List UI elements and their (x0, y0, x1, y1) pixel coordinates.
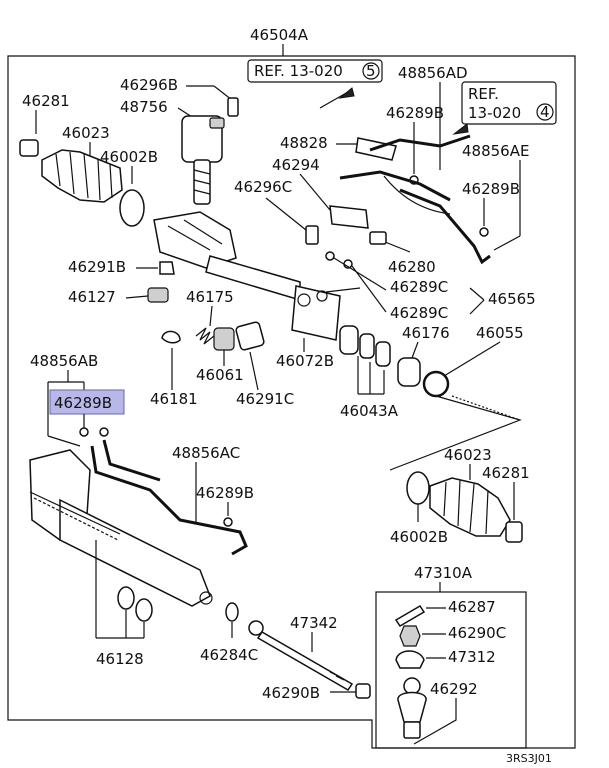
label-46281-bottom: 46281 (482, 464, 530, 482)
washer-46289B-right (479, 227, 489, 237)
label-47312: 47312 (448, 648, 496, 666)
label-48756: 48756 (120, 98, 168, 116)
rack-housing-lower (29, 449, 213, 607)
clip-46281-top (19, 139, 39, 157)
tie-rod-47342 (248, 620, 354, 692)
label-46291C: 46291C (236, 390, 294, 408)
clip-46181 (161, 330, 181, 344)
seal-46128-a (117, 586, 135, 610)
label-46280: 46280 (388, 258, 436, 276)
ball-joint-46292 (397, 677, 427, 739)
label-46023-top: 46023 (62, 124, 110, 142)
grease-fitting-46287 (394, 604, 426, 628)
label-46296B: 46296B (120, 76, 178, 94)
svg-text:5: 5 (366, 62, 376, 80)
label-46291B: 46291B (68, 258, 126, 276)
nut-46290C (399, 625, 421, 647)
return-line-48856AE (399, 188, 491, 265)
label-46023-bottom: 46023 (444, 446, 492, 464)
label-48856AC: 48856AC (172, 444, 240, 462)
svg-text:13-020: 13-020 (468, 104, 521, 122)
label-46292: 46292 (430, 680, 478, 698)
label-46294: 46294 (272, 156, 320, 174)
gear-housing-upper (153, 211, 341, 341)
label-48828: 48828 (280, 134, 328, 152)
bracket-46294 (329, 205, 369, 229)
pinion-valve-48756 (181, 115, 225, 205)
ref-arrow-4 (452, 123, 469, 135)
label-46289B-lower: 46289B (196, 484, 254, 502)
label-46287: 46287 (448, 598, 496, 616)
snap-ring-46055 (422, 370, 450, 398)
label-48856AB: 48856AB (30, 352, 98, 370)
label-46289C-b: 46289C (390, 304, 448, 322)
clamp-46002B-bottom (406, 471, 430, 505)
pressure-lines-48856AC (90, 439, 248, 556)
bolt-46280 (369, 231, 387, 245)
label-46181: 46181 (150, 390, 198, 408)
label-46290C: 46290C (448, 624, 506, 642)
label-46043A: 46043A (340, 402, 399, 420)
label-46176: 46176 (402, 324, 450, 342)
seal-46128-b (135, 598, 153, 622)
yoke-46061 (213, 327, 235, 351)
label-46289B-right: 46289B (462, 180, 520, 198)
label-46281-top: 46281 (22, 92, 70, 110)
svg-text:4: 4 (540, 103, 550, 121)
spring-46175 (195, 327, 215, 345)
bolt-46296B (227, 97, 239, 117)
label-46002B-top: 46002B (100, 148, 158, 166)
dust-cover-47312 (395, 650, 425, 669)
svg-text:REF.: REF. (468, 85, 499, 103)
bushing-46176 (397, 357, 421, 387)
nut-46290B (355, 683, 371, 699)
clip-46281-bottom (505, 521, 523, 543)
ring-46284C (225, 602, 239, 622)
plug-46291B (159, 261, 175, 275)
subbox-47310A (375, 591, 527, 749)
cap-46291C (235, 321, 265, 351)
label-46002B-bottom: 46002B (390, 528, 448, 546)
washer-46289B-lower (79, 427, 89, 437)
label-47310A: 47310A (414, 564, 473, 582)
label-46296C: 46296C (234, 178, 292, 196)
nut-46127 (147, 287, 169, 303)
clamp-46002B-top (119, 189, 145, 227)
label-46289B-upper: 46289B (386, 104, 444, 122)
boot-46023-top (41, 149, 123, 203)
label-46072B: 46072B (276, 352, 334, 370)
footer-code: 3RS3J01 (506, 752, 552, 765)
label-46290B: 46290B (262, 684, 320, 702)
pressure-line-48856AD (339, 134, 471, 215)
label-46289B-highlighted[interactable]: 46289B (54, 394, 112, 412)
svg-text:REF. 13-020: REF. 13-020 (254, 62, 343, 80)
label-48856AE: 48856AE (462, 142, 529, 160)
label-46175: 46175 (186, 288, 234, 306)
label-47342: 47342 (290, 614, 338, 632)
bolt-46296C (305, 225, 319, 245)
label-46284C: 46284C (200, 646, 258, 664)
boot-46023-bottom (429, 477, 511, 537)
label-46289C-a: 46289C (390, 278, 448, 296)
label-46504A: 46504A (250, 26, 309, 44)
ref-box-13-020-5[interactable]: REF. 13-020 5 (247, 59, 383, 83)
label-46565: 46565 (488, 290, 536, 308)
washer-46289C-a (325, 251, 335, 261)
seal-set-46043A (339, 325, 391, 367)
label-46061: 46061 (196, 366, 244, 384)
ref-box-13-020-4[interactable]: REF. 13-020 4 (461, 81, 557, 125)
label-46055: 46055 (476, 324, 524, 342)
highlight-46289B[interactable] (49, 389, 125, 415)
label-48856AD: 48856AD (398, 64, 468, 82)
label-46128: 46128 (96, 650, 144, 668)
diagram-frame (7, 55, 576, 749)
label-46127: 46127 (68, 288, 116, 306)
